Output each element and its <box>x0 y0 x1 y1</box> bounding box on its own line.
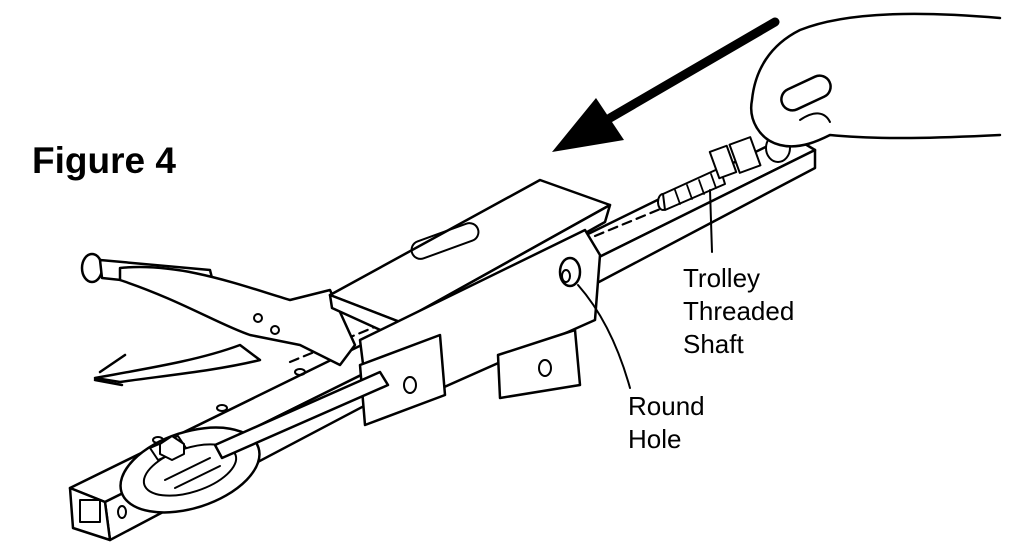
callout-line: Threaded <box>683 296 795 326</box>
callout-line: Shaft <box>683 329 744 359</box>
bolt <box>159 435 185 461</box>
callout-round-hole: Round Hole <box>628 390 705 456</box>
callout-line: Hole <box>628 424 682 454</box>
screwdriver <box>213 370 390 460</box>
arrow-down-left-icon <box>552 17 780 152</box>
leader-lines <box>577 189 713 389</box>
callout-line: Round <box>628 391 705 421</box>
locking-pliers <box>80 252 357 387</box>
callout-trolley-threaded-shaft: Trolley Threaded Shaft <box>683 262 794 361</box>
callout-line: Trolley <box>683 263 761 293</box>
trolley <box>328 178 612 427</box>
hand <box>750 12 1002 148</box>
figure-title: Figure 4 <box>32 140 176 181</box>
